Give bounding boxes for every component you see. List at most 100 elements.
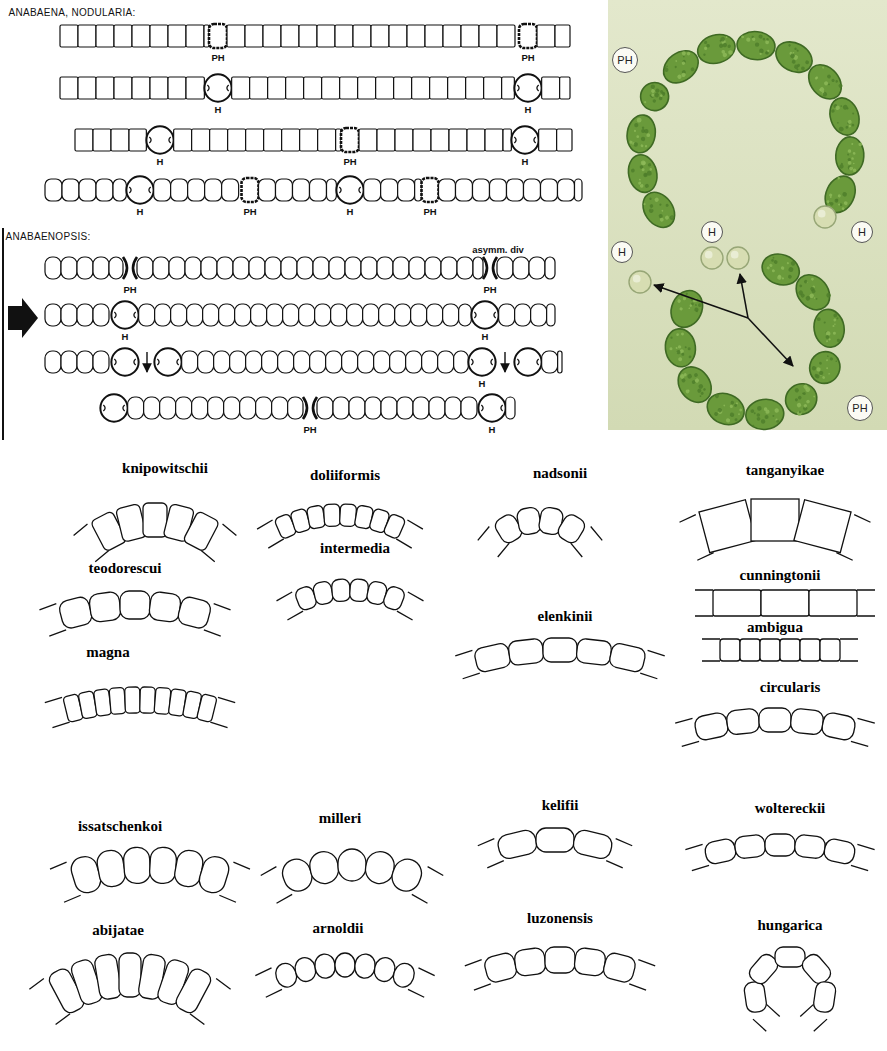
polar-nodule xyxy=(514,137,516,143)
polar-nodule xyxy=(537,85,539,91)
vegetative-cell xyxy=(439,179,456,201)
vegetative-cell xyxy=(276,179,293,201)
granule xyxy=(675,60,678,63)
vegetative-cell xyxy=(358,77,376,99)
granule xyxy=(826,359,829,362)
vegetative-cell xyxy=(230,351,246,373)
vegetative-cell xyxy=(411,304,427,326)
vegetative-cell xyxy=(113,179,126,201)
proheterocyst-label: PH xyxy=(483,284,496,295)
granule xyxy=(853,152,856,155)
granule xyxy=(734,404,738,408)
cell-body xyxy=(825,94,864,139)
granule xyxy=(722,42,727,47)
granule xyxy=(848,125,851,128)
species-name: teodorescui xyxy=(88,560,161,577)
species-name: woltereckii xyxy=(755,800,826,817)
filament-cell xyxy=(314,953,337,979)
vegetative-cell xyxy=(329,257,345,279)
filament-cell xyxy=(794,500,851,553)
granule xyxy=(792,52,794,54)
granule xyxy=(647,163,651,167)
granule xyxy=(660,94,664,98)
vegetative-cell xyxy=(448,77,466,99)
filament-cell xyxy=(95,848,127,888)
species-name: magna xyxy=(86,644,129,661)
granule xyxy=(730,400,735,405)
green-cell xyxy=(835,136,865,176)
cell-body xyxy=(624,113,657,155)
granule xyxy=(826,367,829,370)
filament-cell xyxy=(148,591,181,623)
granule xyxy=(773,260,778,265)
vegetative-cell xyxy=(297,257,313,279)
vegetative-cell xyxy=(169,257,185,279)
vegetative-cell xyxy=(60,77,78,99)
vegetative-cell xyxy=(358,351,374,373)
vegetative-cell xyxy=(272,397,288,419)
vegetative-cell xyxy=(555,25,570,47)
granule xyxy=(729,412,735,418)
granule xyxy=(819,361,823,365)
polar-nodule xyxy=(169,137,171,143)
break-arrow xyxy=(146,352,147,372)
division-note: asymm. div xyxy=(472,244,524,255)
polar-nodule xyxy=(339,187,341,193)
vegetative-cell xyxy=(246,351,262,373)
filament-cell xyxy=(173,966,213,1015)
asymmetric-division xyxy=(123,257,137,279)
polar-nodule xyxy=(481,405,483,411)
filament-end xyxy=(840,639,858,661)
species-name: milleri xyxy=(319,810,361,827)
granule xyxy=(683,55,686,58)
granule xyxy=(789,53,795,59)
vegetative-cell xyxy=(502,77,515,99)
vegetative-cell xyxy=(203,304,219,326)
granule xyxy=(805,399,810,404)
granule xyxy=(695,304,697,306)
cell-body xyxy=(736,30,777,62)
granule xyxy=(697,303,702,308)
vegetative-cell xyxy=(281,25,299,47)
granule xyxy=(703,388,707,392)
vegetative-cell xyxy=(79,179,96,201)
vegetative-cell xyxy=(467,129,485,151)
granule xyxy=(774,408,779,413)
vegetative-cell xyxy=(413,129,431,151)
filament-cell xyxy=(119,953,141,997)
species-name: abijatae xyxy=(92,922,144,939)
granule xyxy=(794,398,798,402)
granule xyxy=(738,413,740,415)
vegetative-cell xyxy=(185,257,201,279)
species-name: circularis xyxy=(760,679,821,696)
vegetative-cell xyxy=(381,397,397,419)
granule xyxy=(813,395,816,398)
heterocyst-label: H xyxy=(347,206,354,217)
granule xyxy=(838,203,841,206)
vegetative-cell xyxy=(45,257,61,279)
vegetative-cell xyxy=(310,351,326,373)
vegetative-cell xyxy=(429,397,445,419)
photo-ground xyxy=(608,0,887,430)
granule xyxy=(704,46,708,50)
vegetative-cell xyxy=(259,179,276,201)
granule xyxy=(681,332,684,335)
granule xyxy=(761,419,766,424)
filament-cell xyxy=(823,837,857,865)
granule xyxy=(725,418,731,424)
vegetative-cell xyxy=(376,77,394,99)
granule xyxy=(649,203,654,208)
granule xyxy=(788,267,794,273)
filament-cell xyxy=(88,591,121,623)
vegetative-cell xyxy=(155,304,171,326)
vegetative-cell xyxy=(531,304,547,326)
filament-cell xyxy=(765,834,795,856)
heterocyst xyxy=(471,301,498,328)
vegetative-cell xyxy=(228,129,246,151)
vegetative-cell xyxy=(317,397,333,419)
vegetative-cell xyxy=(427,304,443,326)
granule xyxy=(677,74,683,80)
filament-cell xyxy=(125,687,141,713)
vegetative-cell xyxy=(93,304,109,326)
